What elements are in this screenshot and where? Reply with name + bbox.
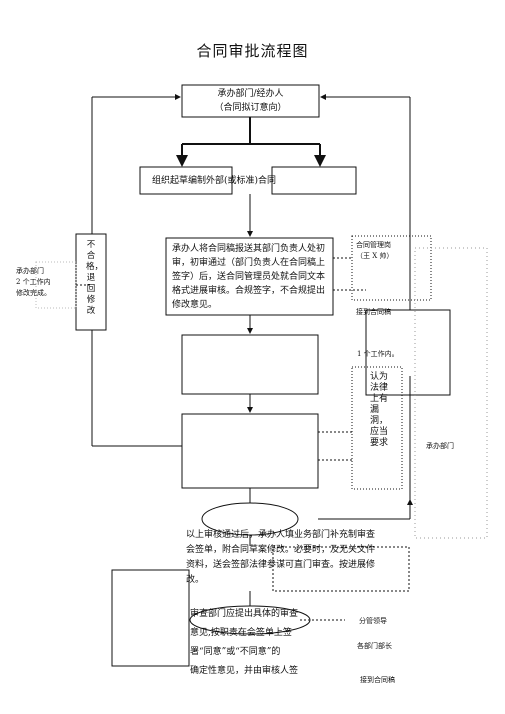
top-box: 承办部门/经办人 （合同拟订意向） <box>182 87 319 115</box>
bottom-text: 审查部门应提出具体的审查 意见,按职责在会签单上签 署“同意”或“不同意”的 确… <box>190 605 314 681</box>
contract-admin-note: 合同管理岗 （王 X 帅） <box>356 240 432 262</box>
dept-right-note: 承办部门 <box>426 442 454 450</box>
workday-note: 1 个工作内。 <box>357 350 399 358</box>
left-note-line1: 承办部门 <box>16 267 44 275</box>
top-box-line2: （合同拟订意向） <box>214 103 287 113</box>
receive-note: 接到合同稿 <box>356 308 391 316</box>
bottom-text-line3: 署“同意”或“不同意”的 <box>190 647 281 657</box>
left-note: 承办部门 2 个工作内 修改完成。 <box>16 266 76 299</box>
bottom-text-line1: 审查部门应提出具体的审查 <box>190 609 299 619</box>
contract-admin-line2: （王 X 帅） <box>356 252 394 260</box>
reject-label: 不合格，退回修改 <box>86 240 104 316</box>
bottom-text-line4: 确定性意见，并由审核人签 <box>190 666 299 676</box>
leader-note-1: 分管领导 <box>359 617 387 625</box>
left-note-line2: 2 个工作内 <box>16 278 51 286</box>
submit-box-text: 承办人将合同稿报送其部门负责人处初审，初审通过（部门负责人在合同稿上签字）后，送… <box>172 244 326 310</box>
leader-note-3: 接到合同稿 <box>360 676 395 684</box>
draft-box-label: 组织起草编制外部(或标准)合同 <box>152 176 277 186</box>
left-note-line3: 修改完成。 <box>16 289 51 297</box>
bottom-text-line2: 意见,按职责在会签单上签 <box>190 628 292 638</box>
top-box-line1: 承办部门/经办人 <box>217 89 284 99</box>
page-title: 合同审批流程图 <box>196 42 309 60</box>
leader-note-2: 各部门部长 <box>357 642 392 650</box>
contract-admin-line1: 合同管理岗 <box>356 241 391 249</box>
legal-note: 认为法律上有漏洞，应当要求 <box>370 372 389 448</box>
ellipse-text: 以上审核通过后，承办人填业务部门补充制审查会签单，附合同草案修改。必要时，及无关… <box>186 530 376 585</box>
